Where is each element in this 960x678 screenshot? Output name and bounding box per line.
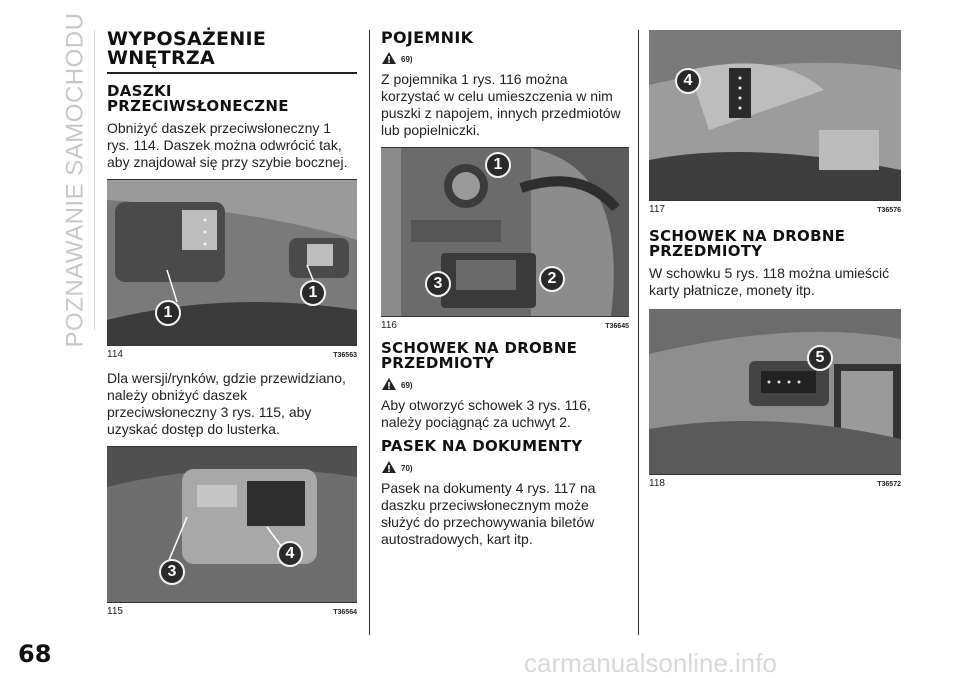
paragraph: W schowku 5 rys. 118 można umieścić kart… <box>649 265 890 298</box>
warning-triangle-icon <box>382 52 396 64</box>
warning-triangle-icon <box>382 461 396 473</box>
figure-caption: 116 T36645 <box>381 316 629 331</box>
paragraph: Dla wersji/rynków, gdzie przewidziano, n… <box>107 370 346 437</box>
watermark: carmanualsonline.info <box>524 648 777 678</box>
callout-4: 4 <box>675 68 701 94</box>
warning-triangle-icon <box>382 378 396 390</box>
subsection-title: SCHOWEK NA DROBNE PRZEDMIOTY <box>649 227 846 260</box>
figure-115-image: 3 4 <box>107 447 357 602</box>
warning-reference: 70) <box>401 464 413 473</box>
column-divider <box>638 30 639 635</box>
callout-1: 1 <box>300 280 326 306</box>
column-1: WYPOSAŻENIE WNĘTRZA DASZKI PRZECIWSŁONEC… <box>107 30 357 627</box>
column-3: 4 117 T36576 SCHOWEK NA DROBNE PRZEDMIOT… <box>649 30 901 499</box>
dashboard-container-illustration <box>381 148 629 316</box>
subsection-title: SCHOWEK NA DROBNE PRZEDMIOTY <box>381 339 578 372</box>
figure-number: 115 <box>107 606 123 617</box>
figure-code: T36563 <box>333 352 357 359</box>
callout-1: 1 <box>485 152 511 178</box>
side-title-text: POZNAWANIE SAMOCHODU <box>61 12 88 348</box>
figure-rule <box>107 179 357 180</box>
warning-note: 69) <box>381 51 629 65</box>
vanity-mirror-illustration <box>107 447 357 602</box>
storage-compartment-illustration <box>649 309 901 474</box>
figure-code: T36572 <box>877 481 901 488</box>
figure-caption: 115 T36564 <box>107 602 357 617</box>
warning-reference: 69) <box>401 381 413 390</box>
paragraph: Obniżyć daszek przeciwsłoneczny 1 rys. 1… <box>107 120 348 170</box>
subsection-title: DASZKI PRZECIWSŁONECZNE <box>107 82 289 115</box>
callout-3: 3 <box>425 271 451 297</box>
paragraph: Aby otworzyć schowek 3 rys. 116, należy … <box>381 397 591 430</box>
paragraph: Pasek na dokumenty 4 rys. 117 na daszku … <box>381 480 596 547</box>
callout-5: 5 <box>807 345 833 371</box>
figure-number: 116 <box>381 320 397 331</box>
figure-number: 114 <box>107 349 123 360</box>
subsection-title: PASEK NA DOKUMENTY <box>381 437 583 455</box>
section-title: POJEMNIK <box>381 28 474 47</box>
figure-116-image: 1 3 2 <box>381 148 629 316</box>
figure-rule <box>107 446 357 447</box>
figure-code: T36564 <box>333 609 357 616</box>
figure-caption: 114 T36563 <box>107 345 357 360</box>
sun-visor-illustration <box>107 180 357 345</box>
figure-114-image: 1 1 <box>107 180 357 345</box>
warning-note: 70) <box>381 460 629 474</box>
paragraph: Z pojemnika 1 rys. 116 można korzystać w… <box>381 71 621 138</box>
figure-number: 118 <box>649 478 665 489</box>
callout-4: 4 <box>277 541 303 567</box>
warning-note: 69) <box>381 377 629 391</box>
warning-reference: 69) <box>401 55 413 64</box>
page-number: 68 <box>18 640 52 668</box>
figure-117-image: 4 <box>649 30 901 200</box>
side-title: POZNAWANIE SAMOCHODU <box>55 13 95 348</box>
column-2: POJEMNIK 69) Z pojemnika 1 rys. 116 możn… <box>381 30 629 556</box>
figure-caption: 117 T36576 <box>649 200 901 215</box>
callout-3: 3 <box>159 559 185 585</box>
side-rule <box>94 30 95 330</box>
figure-118-image: 5 <box>649 309 901 474</box>
figure-code: T36576 <box>877 207 901 214</box>
section-title: WYPOSAŻENIE WNĘTRZA <box>107 30 357 74</box>
figure-caption: 118 T36572 <box>649 474 901 489</box>
figure-rule <box>381 147 629 148</box>
column-divider <box>369 30 370 635</box>
callout-1: 1 <box>155 300 181 326</box>
figure-code: T36645 <box>605 323 629 330</box>
document-strap-illustration <box>649 30 901 200</box>
callout-2: 2 <box>539 266 565 292</box>
figure-number: 117 <box>649 204 665 215</box>
